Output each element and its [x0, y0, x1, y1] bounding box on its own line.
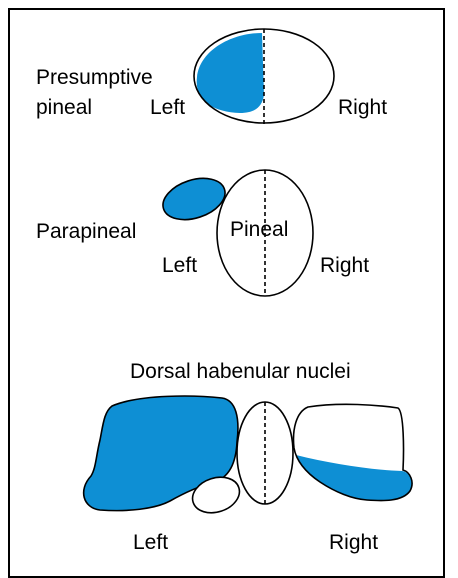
middle-right-label: Right: [320, 254, 369, 277]
presumptive-pineal-label-line1: Presumptive: [36, 66, 153, 89]
pineal-label: Pineal: [230, 218, 288, 241]
middle-left-label: Left: [162, 254, 197, 277]
presumptive-pineal-label-line2: pineal: [36, 96, 92, 119]
presumptive-pineal-group: [194, 29, 334, 124]
habenula-title: Dorsal habenular nuclei: [130, 360, 351, 383]
top-right-label: Right: [338, 96, 387, 119]
presumptive-pineal-left-fill: [197, 33, 264, 113]
bottom-right-label: Right: [329, 531, 378, 554]
bottom-left-label: Left: [133, 531, 168, 554]
top-left-label: Left: [150, 96, 185, 119]
parapineal-label: Parapineal: [36, 220, 136, 243]
